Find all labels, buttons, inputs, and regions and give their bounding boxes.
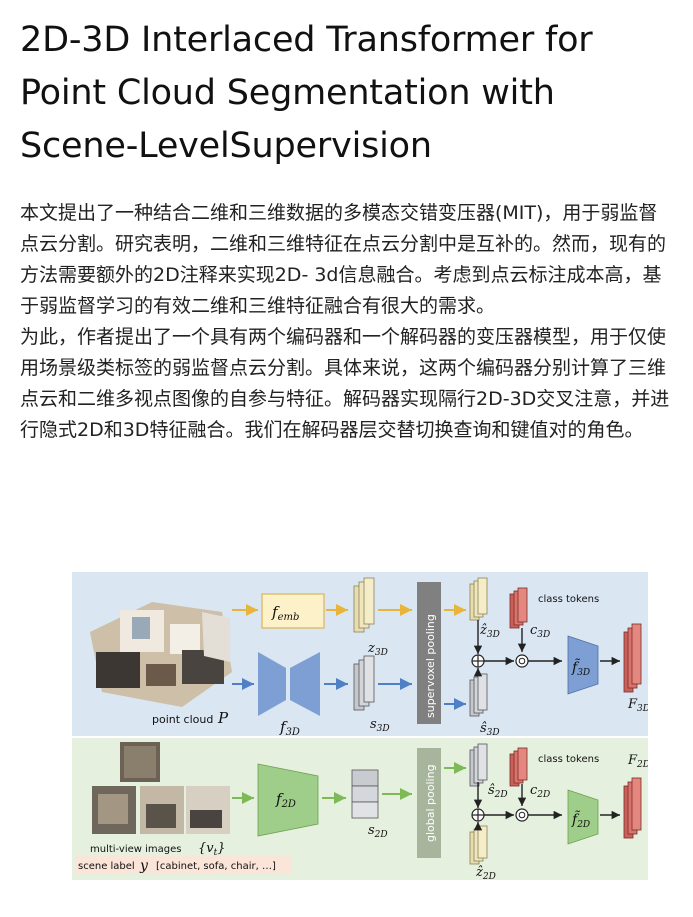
title-line-1: 2D-3D Interlaced Transformer for <box>20 20 593 60</box>
supervoxel-pooling-label: supervoxel pooling <box>424 614 437 718</box>
scene-label-var: y <box>139 858 149 874</box>
architecture-diagram: point cloud P femb f3D z3D s3D <box>72 572 648 880</box>
F2d-output-stack <box>623 777 642 839</box>
point-cloud-label: point cloud <box>152 713 213 726</box>
paper-title: 2D-3D Interlaced Transformer for Point C… <box>20 14 685 173</box>
supervoxel-pooling-bar <box>417 582 441 724</box>
paragraph-1: 本文提出了一种结合二维和三维数据的多模态交错变压器(MIT)，用于弱监督点云分割… <box>20 202 667 317</box>
f2d-tilde-block <box>567 789 599 845</box>
scene-label-box <box>76 856 292 874</box>
multi-view-images <box>92 742 230 834</box>
f3d-encoder-left <box>258 652 286 716</box>
class-token-stack-3d <box>509 587 528 629</box>
class-tokens-bottom-label: class tokens <box>538 754 599 765</box>
s2d-hat-stack <box>469 743 488 787</box>
multi-view-label: multi-view images <box>90 844 181 855</box>
global-pooling-label: global pooling <box>424 764 437 842</box>
product-node-3d <box>515 654 529 668</box>
paragraph-2: 为此，作者提出了一个具有两个编码器和一个解码器的变压器模型，用于仅使用场景级类标… <box>20 326 670 441</box>
title-line-3: Scene-LevelSupervision <box>20 126 432 166</box>
femb-block <box>261 593 325 629</box>
class-tokens-top-label: class tokens <box>538 594 599 605</box>
s2d-feature-stack <box>351 769 379 819</box>
z3d-feature-stack <box>353 577 375 633</box>
z2d-hat-stack <box>469 825 488 865</box>
point-cloud-image <box>90 602 232 707</box>
product-node-2d <box>515 808 529 822</box>
F3d-output-stack <box>623 623 642 693</box>
s3d-hat-stack <box>469 673 488 717</box>
s3d-feature-stack <box>353 655 375 711</box>
architecture-figure: point cloud P femb f3D z3D s3D <box>72 572 648 880</box>
class-token-stack-2d <box>509 747 528 787</box>
article-body: 本文提出了一种结合二维和三维数据的多模态交错变压器(MIT)，用于弱监督点云分割… <box>20 198 670 446</box>
f3d-tilde-block <box>567 635 599 695</box>
f3d-encoder-right <box>290 652 320 716</box>
title-line-2: Point Cloud Segmentation with <box>20 73 555 113</box>
point-cloud-var: P <box>217 709 229 727</box>
scene-label-text: scene label <box>78 861 135 872</box>
global-pooling-bar <box>417 748 441 858</box>
scene-label-values: [cabinet, sofa, chair, …] <box>156 861 276 872</box>
multi-view-var: {vt} <box>198 841 226 858</box>
z3d-hat-stack <box>469 577 488 621</box>
f2d-encoder <box>257 763 319 837</box>
